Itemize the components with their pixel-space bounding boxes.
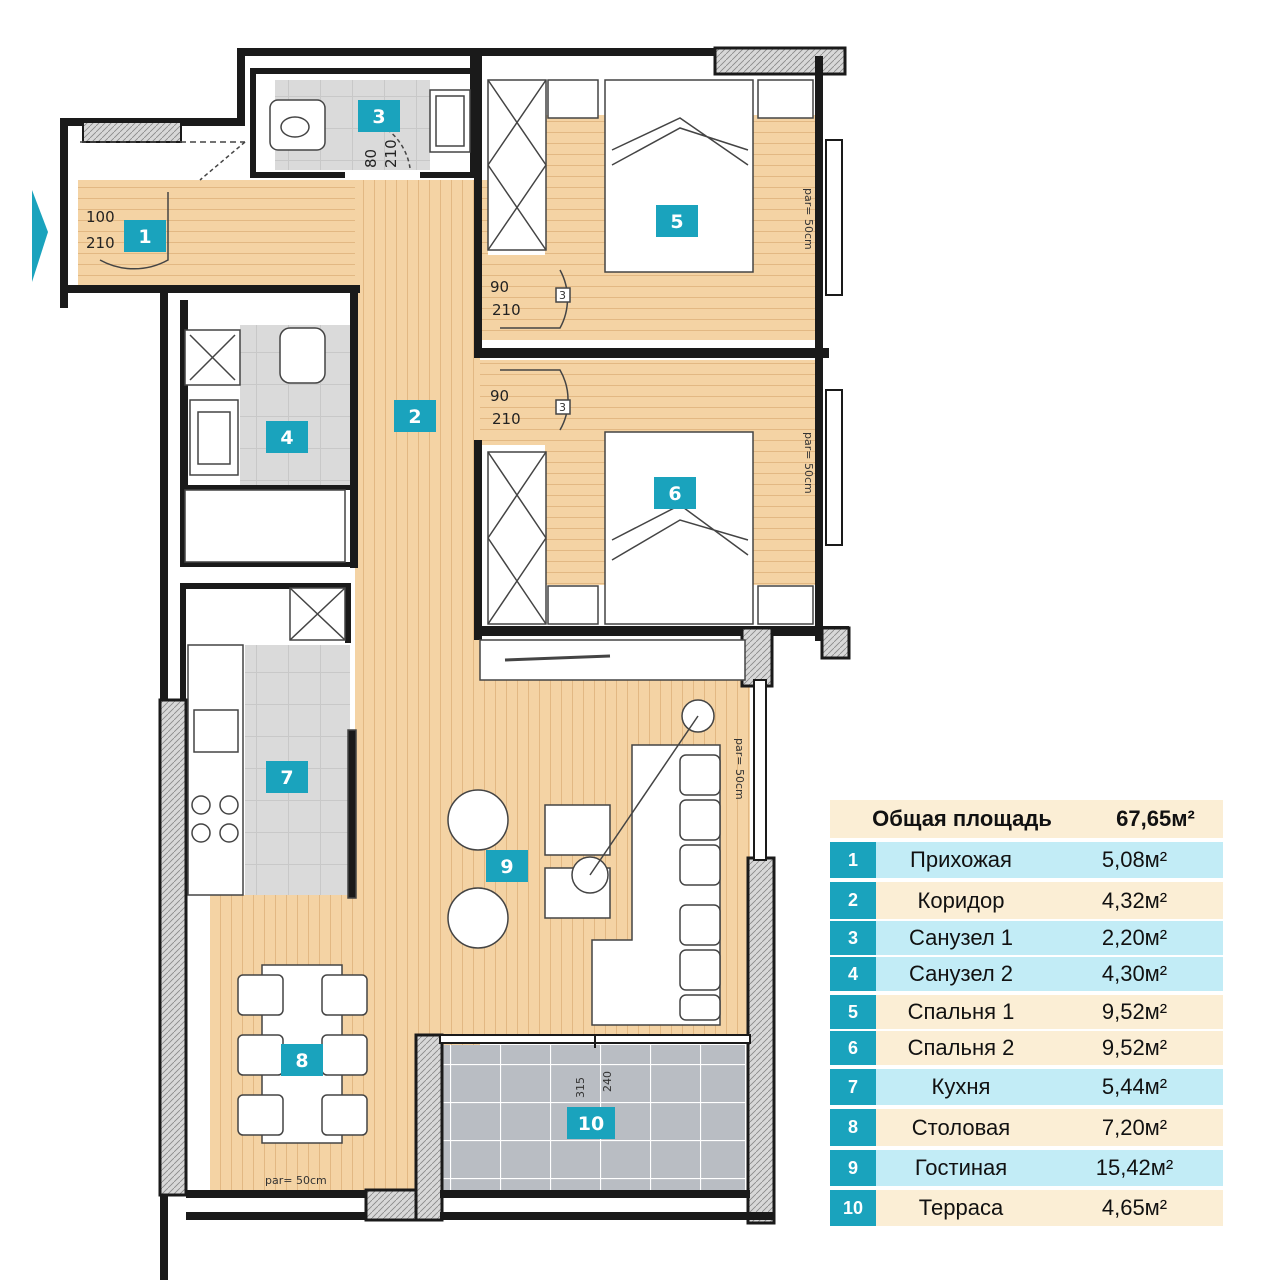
legend-row: 9 Гостиная 15,42м² — [830, 1150, 1223, 1186]
legend-header: Общая площадь 67,65м² — [830, 800, 1223, 838]
entry-width-dim: 100 — [86, 208, 115, 226]
legend-row-number: 9 — [830, 1150, 876, 1186]
legend-rows: 1 Прихожая 5,08м² 2 Коридор 4,32м² 3 Санузел 1 2… — [830, 842, 1223, 1226]
area-legend: Общая площадь 67,65м² 1 Прихожая 5,08м² 2 Ко… — [830, 800, 1223, 1226]
legend-row-name: Прихожая — [910, 847, 1012, 872]
wc1-width-dim: 80 — [362, 149, 380, 168]
legend-row-number: 3 — [830, 921, 876, 955]
room-marker-4-label: 4 — [280, 427, 293, 449]
legend-row-area: 4,30м² — [1101, 961, 1168, 986]
legend-row-number: 8 — [830, 1109, 876, 1146]
legend-row-name: Спальня 2 — [907, 1035, 1015, 1060]
par-note-living: par= 50cm — [733, 738, 746, 800]
legend-row-number: 1 — [830, 842, 876, 878]
terrace-height-dim: 240 — [601, 1071, 614, 1092]
legend-row: 8 Столовая 7,20м² — [830, 1109, 1223, 1146]
room-marker-5-label: 5 — [670, 211, 683, 233]
legend-row-area: 4,65м² — [1101, 1195, 1168, 1220]
room-marker-5[interactable]: 5 — [656, 205, 698, 237]
legend-row-name: Кухня — [931, 1074, 991, 1099]
legend-row: 10 Терраса 4,65м² — [830, 1190, 1223, 1226]
legend-row-name: Столовая — [911, 1114, 1011, 1140]
floor-layer — [78, 80, 815, 1190]
walls — [60, 46, 851, 1280]
entrance-arrow-icon — [32, 190, 48, 282]
legend-row-number: 7 — [830, 1069, 876, 1105]
room-marker-10-label: 10 — [578, 1113, 604, 1135]
legend-row: 7 Кухня 5,44м² — [830, 1069, 1223, 1105]
legend-row: 2 Коридор 4,32м² — [830, 882, 1223, 919]
room-marker-3[interactable]: 3 — [358, 100, 400, 132]
bed2-door-width-dim: 90 — [490, 387, 509, 405]
bed1-door-width-dim: 90 — [490, 278, 509, 296]
room-marker-4[interactable]: 4 — [266, 421, 308, 453]
legend-row: 3 Санузел 1 2,20м² — [830, 921, 1223, 955]
room-marker-1-label: 1 — [138, 226, 151, 248]
legend-row-number: 4 — [830, 957, 876, 991]
room-marker-7-label: 7 — [280, 767, 293, 789]
legend-row: 4 Санузел 2 4,30м² — [830, 957, 1223, 991]
par-note-bedroom2: par= 50cm — [802, 432, 815, 494]
legend-row-number: 10 — [830, 1190, 876, 1226]
legend-row: 5 Спальня 1 9,52м² — [830, 995, 1223, 1029]
room-marker-2-label: 2 — [408, 406, 421, 428]
bed2-door-height-dim: 210 — [492, 410, 521, 428]
legend-row-name: Гостиная — [914, 1155, 1008, 1180]
terrace-width-dim: 315 — [574, 1077, 587, 1098]
legend-row-area: 7,20м² — [1101, 1114, 1168, 1140]
room-marker-8[interactable]: 8 — [281, 1044, 323, 1076]
bed1-door-height-dim: 210 — [492, 301, 521, 319]
legend-row: 6 Спальня 2 9,52м² — [830, 1031, 1223, 1065]
legend-row-area: 5,44м² — [1101, 1074, 1168, 1099]
par-note-bedroom1: par= 50cm — [802, 188, 815, 250]
legend-row-area: 15,42м² — [1095, 1155, 1174, 1180]
legend-row-name: Терраса — [918, 1195, 1004, 1220]
room-marker-1[interactable]: 1 — [124, 220, 166, 252]
entry-height-dim: 210 — [86, 234, 115, 252]
legend-row: 1 Прихожая 5,08м² — [830, 842, 1223, 878]
legend-row-number: 2 — [830, 882, 876, 919]
legend-total-area: 67,65м² — [1116, 806, 1195, 831]
room-marker-6-label: 6 — [668, 483, 681, 505]
room-marker-2[interactable]: 2 — [394, 400, 436, 432]
legend-row-name: Спальня 1 — [907, 999, 1015, 1024]
fixtures — [80, 79, 814, 1144]
room-marker-9-label: 9 — [500, 856, 513, 878]
legend-row-area: 4,32м² — [1101, 887, 1168, 913]
room-marker-6[interactable]: 6 — [654, 477, 696, 509]
wc1-height-dim: 210 — [382, 139, 400, 168]
bed1-door-mark: 3 — [559, 289, 566, 302]
legend-row-name: Санузел 1 — [908, 925, 1014, 950]
room-marker-7[interactable]: 7 — [266, 761, 308, 793]
room-marker-3-label: 3 — [372, 106, 385, 128]
legend-row-area: 5,08м² — [1101, 847, 1168, 872]
legend-row-area: 9,52м² — [1101, 1035, 1168, 1060]
room-marker-10[interactable]: 10 — [567, 1107, 615, 1139]
par-note-dining: par= 50cm — [265, 1174, 327, 1187]
legend-row-area: 2,20м² — [1101, 925, 1168, 950]
legend-row-number: 6 — [830, 1031, 876, 1065]
legend-row-number: 5 — [830, 995, 876, 1029]
bed2-door-mark: 3 — [559, 401, 566, 414]
room-marker-8-label: 8 — [295, 1050, 308, 1072]
room-marker-9[interactable]: 9 — [486, 850, 528, 882]
legend-title: Общая площадь — [872, 806, 1052, 831]
legend-row-name: Коридор — [917, 887, 1005, 913]
legend-row-name: Санузел 2 — [908, 961, 1014, 986]
legend-row-area: 9,52м² — [1101, 999, 1168, 1024]
